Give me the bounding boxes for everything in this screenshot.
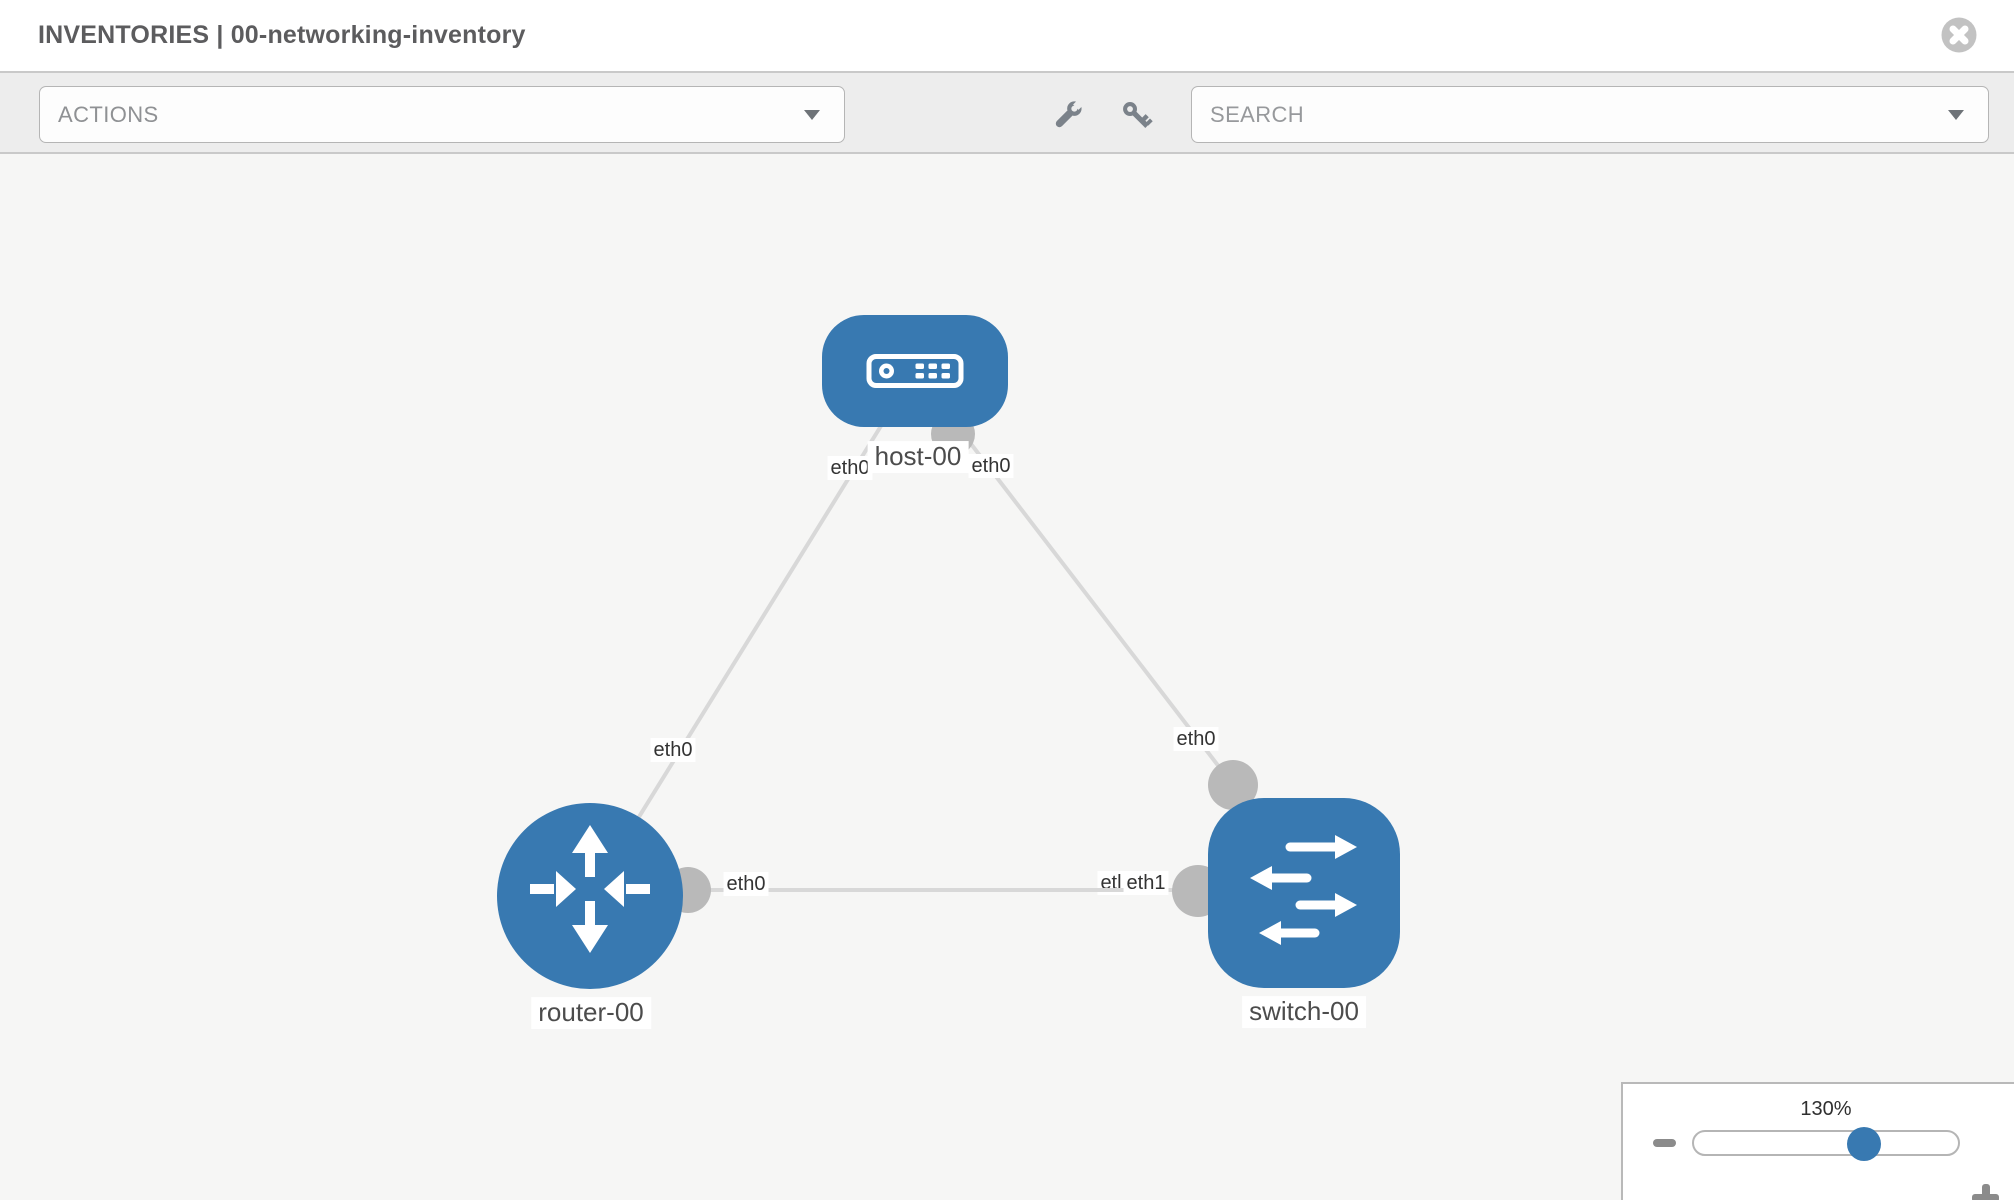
node-router-00[interactable] xyxy=(497,803,683,989)
credentials-button[interactable] xyxy=(1118,97,1154,133)
chevron-down-icon xyxy=(804,109,820,120)
wrench-icon xyxy=(1055,98,1085,128)
actions-dropdown-label: ACTIONS xyxy=(58,101,159,127)
panel-header: INVENTORIES | 00-networking-inventory xyxy=(0,0,2014,71)
interface-label: eth0 xyxy=(723,872,769,896)
interface-label: eth1 xyxy=(1123,871,1169,895)
interface-label: eth0 xyxy=(827,456,873,480)
key-icon xyxy=(1123,102,1153,128)
interface-label: eth0 xyxy=(968,454,1014,478)
zoom-panel: 130% xyxy=(1621,1082,2014,1200)
node-label-router-00: router-00 xyxy=(531,997,651,1029)
node-host-00[interactable] xyxy=(822,315,1008,427)
zoom-level: 130% xyxy=(1800,1098,1852,1120)
node-label-host-00: host-00 xyxy=(867,441,969,473)
page-title: INVENTORIES | 00-networking-inventory xyxy=(38,21,526,49)
topology-svg xyxy=(497,315,1400,989)
close-button[interactable] xyxy=(1941,17,1977,53)
router-icon xyxy=(530,825,650,953)
interface-label: eth0 xyxy=(1173,727,1219,751)
zoom-out-button[interactable] xyxy=(1653,1139,1676,1147)
node-label-switch-00: switch-00 xyxy=(1242,996,1366,1028)
actions-dropdown[interactable]: ACTIONS xyxy=(39,86,845,143)
toolbar: ACTIONS SEARCH xyxy=(0,71,2014,154)
chevron-down-icon xyxy=(1948,109,1964,120)
configure-button[interactable] xyxy=(1050,97,1086,133)
zoom-slider-handle[interactable] xyxy=(1847,1127,1881,1161)
search-dropdown-label: SEARCH xyxy=(1210,101,1305,127)
zoom-slider[interactable] xyxy=(1692,1127,1960,1161)
switch-icon xyxy=(1250,835,1357,945)
zoom-in-button[interactable] xyxy=(1972,1184,1999,1200)
link-endpoint xyxy=(1208,760,1258,810)
node-switch-00[interactable] xyxy=(1208,798,1400,988)
close-icon xyxy=(1941,17,1977,53)
interface-label: eth0 xyxy=(650,738,696,762)
host-icon xyxy=(866,354,964,388)
search-dropdown[interactable]: SEARCH xyxy=(1191,86,1989,143)
